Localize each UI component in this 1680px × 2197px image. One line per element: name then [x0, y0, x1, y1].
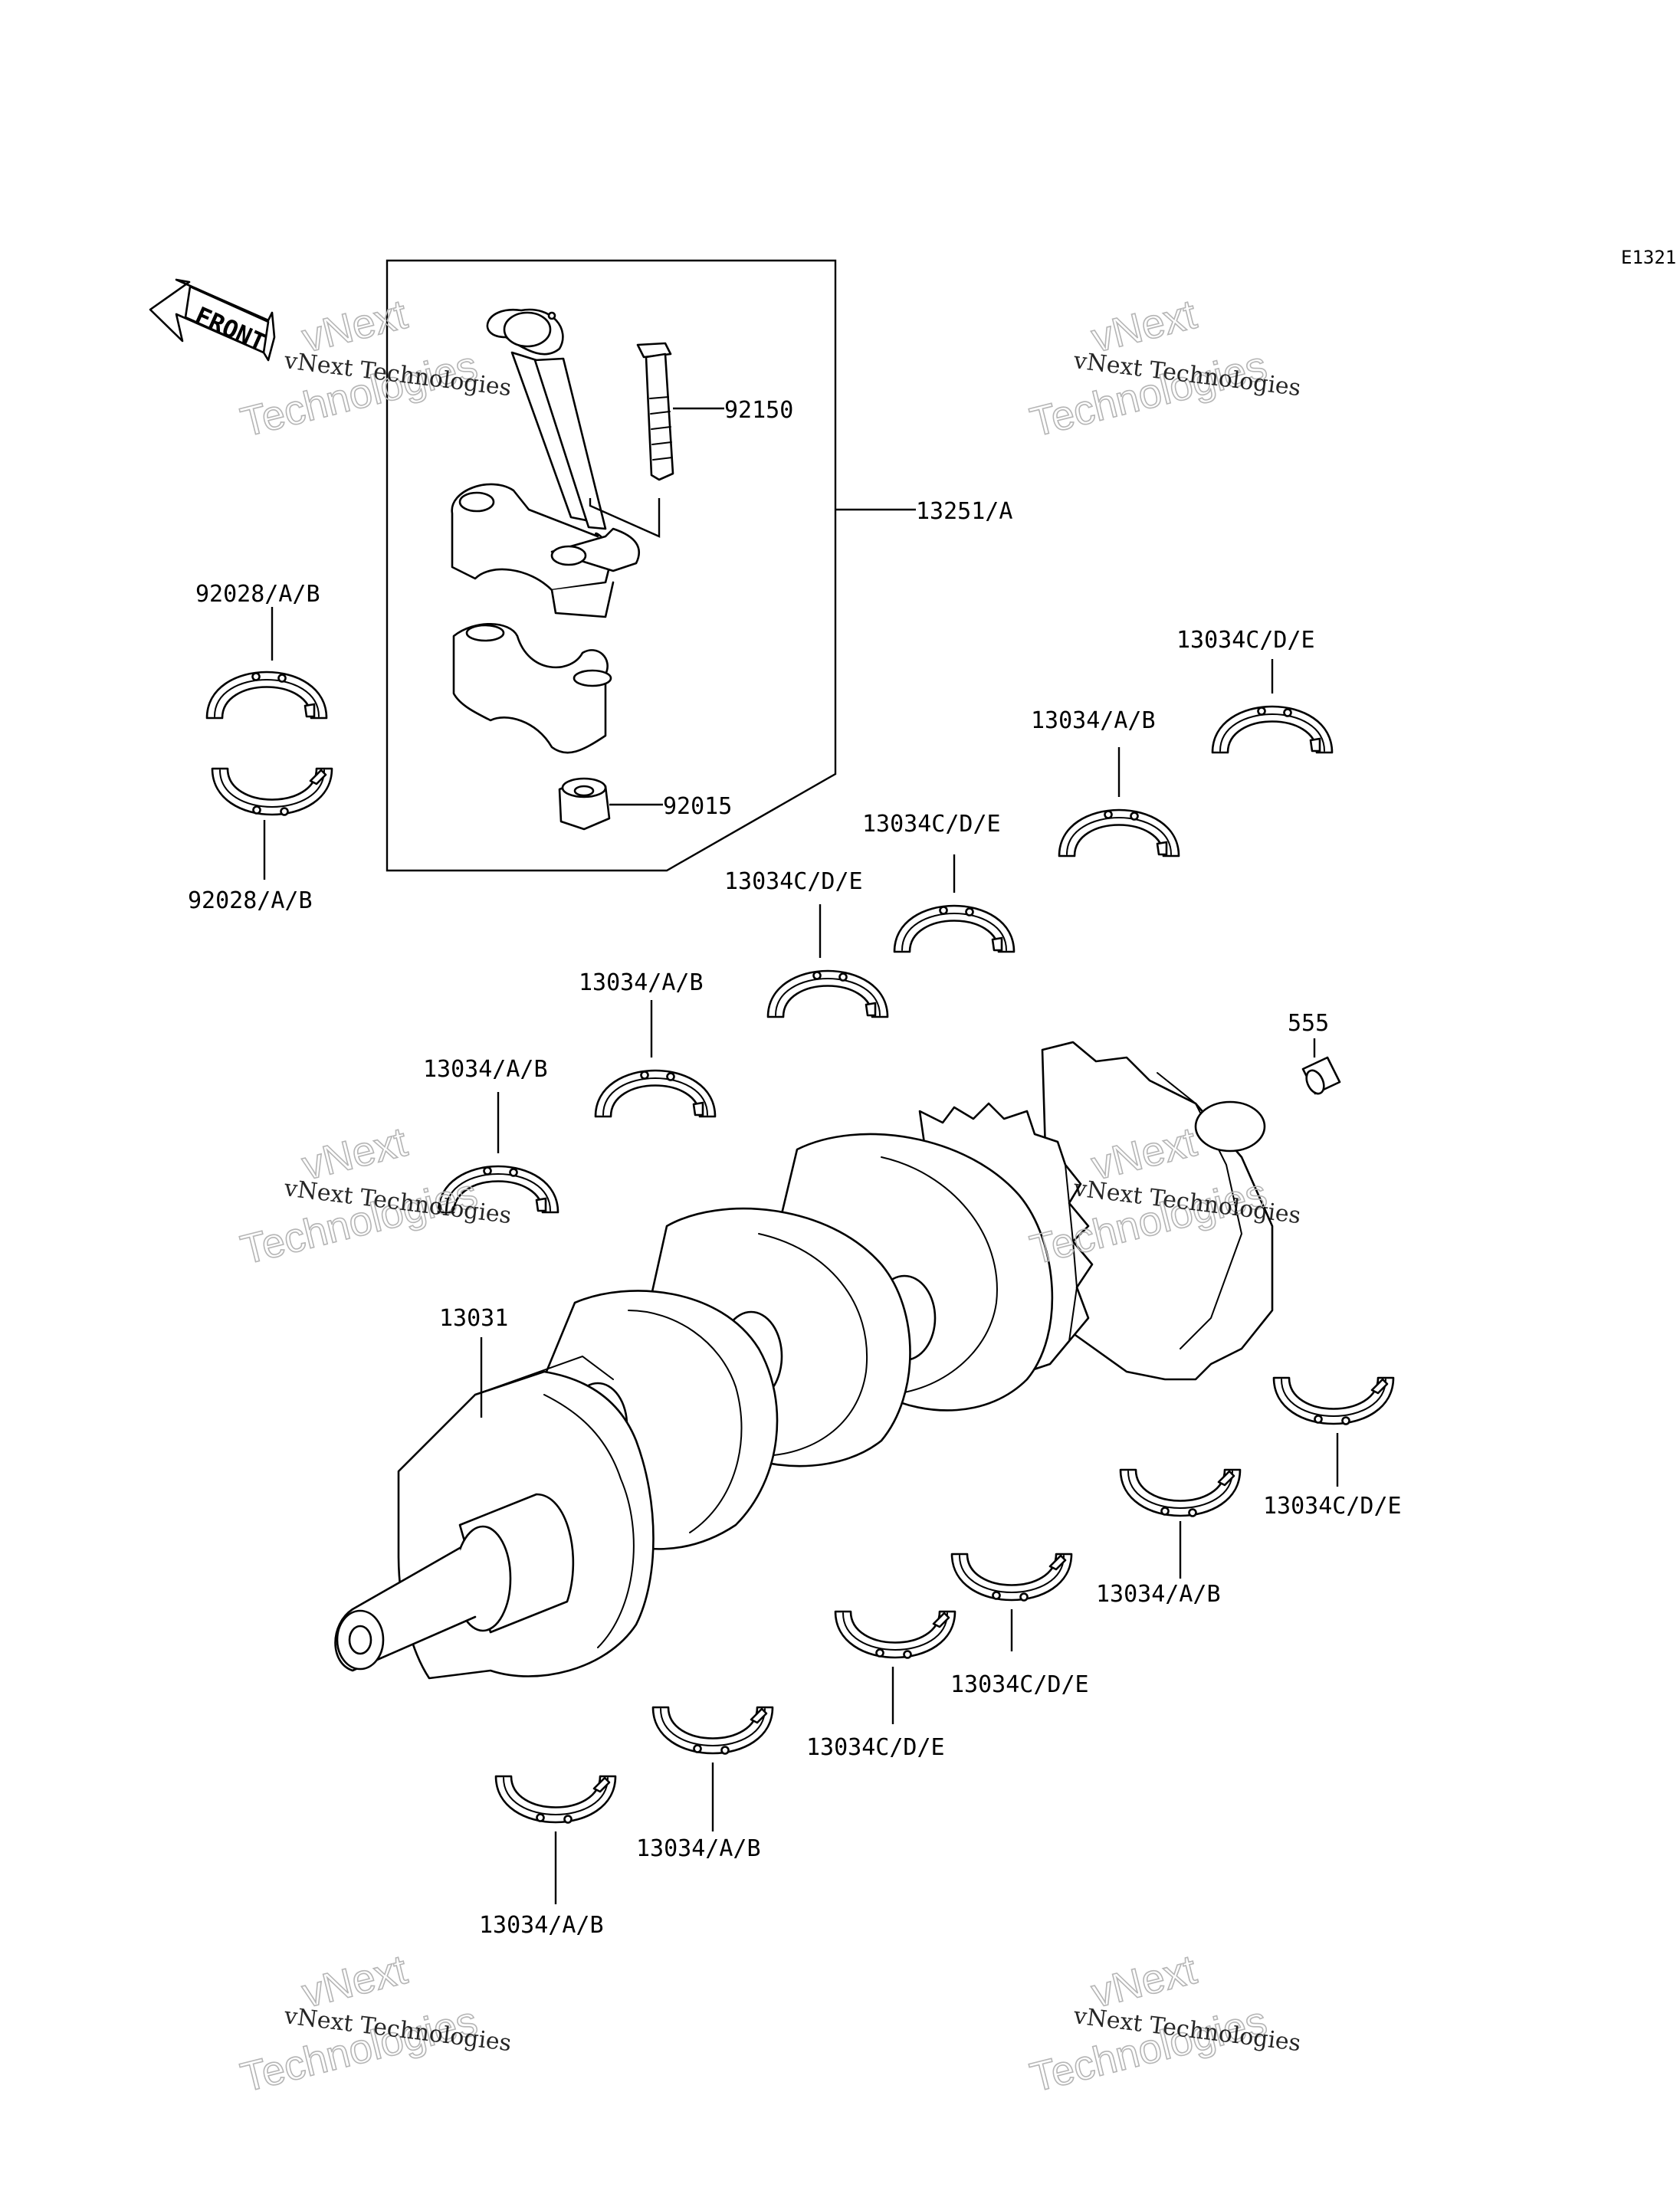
- label-13031: 13031: [439, 1305, 508, 1332]
- watermark-mid-left: vNext Technologies vNext Technologies: [236, 1118, 513, 1274]
- rod-bearing-upper: [205, 671, 328, 720]
- label-13034AB-4: 13034/A/B: [1096, 1581, 1221, 1608]
- dowel-pin: [1301, 1056, 1341, 1095]
- label-92150: 92150: [724, 397, 793, 424]
- main-bearing-upper-5: [594, 1069, 717, 1118]
- label-13034AB-6: 13034/A/B: [479, 1912, 604, 1939]
- main-bearing-lower-6: [494, 1775, 617, 1824]
- main-bearing-upper-2: [1058, 808, 1180, 857]
- label-13034AB-2: 13034/A/B: [579, 969, 704, 996]
- label-13034AB-1: 13034/A/B: [1031, 707, 1156, 734]
- main-bearing-lower-4: [834, 1610, 956, 1659]
- label-13034CDE-4: 13034C/D/E: [1263, 1493, 1402, 1520]
- main-bearing-upper-1: [1211, 705, 1334, 754]
- main-bearing-lower-3: [950, 1553, 1073, 1602]
- label-13034CDE-6: 13034C/D/E: [806, 1734, 945, 1761]
- crankshaft: [334, 1041, 1274, 1680]
- rod-bolt: [636, 342, 674, 481]
- label-555: 555: [1288, 1010, 1329, 1037]
- label-13034AB-3: 13034/A/B: [423, 1056, 548, 1083]
- label-13034AB-5: 13034/A/B: [636, 1835, 761, 1862]
- label-13034CDE-2: 13034C/D/E: [862, 811, 1001, 838]
- label-13251-A: 13251/A: [916, 498, 1012, 525]
- label-92028-bottom: 92028/A/B: [188, 887, 313, 914]
- diagram-code: E1321: [1621, 247, 1676, 268]
- main-bearing-lower-5: [651, 1706, 774, 1755]
- watermark-top-left: vNext Technologies vNext Technologies: [236, 290, 513, 446]
- watermark-bottom-right: vNext Technologies vNext Technologies: [1025, 1946, 1302, 2101]
- main-bearing-upper-4: [766, 969, 889, 1018]
- main-bearing-lower-2: [1119, 1468, 1242, 1517]
- connecting-rod: [451, 308, 641, 618]
- rod-nut: [558, 777, 611, 831]
- label-13034CDE-1: 13034C/D/E: [1176, 627, 1315, 654]
- watermark-top-right: vNext Technologies vNext Technologies: [1025, 290, 1302, 446]
- main-bearing-lower-1: [1272, 1376, 1395, 1425]
- label-13034CDE-5: 13034C/D/E: [950, 1671, 1089, 1698]
- conrod-assembly-box: [386, 259, 837, 872]
- label-92015: 92015: [663, 793, 732, 820]
- main-bearing-upper-3: [893, 904, 1016, 953]
- front-arrow-icon: FRONT: [149, 278, 276, 362]
- watermark-bottom-left: vNext Technologies vNext Technologies: [236, 1946, 513, 2101]
- connecting-rod-cap: [452, 623, 612, 754]
- label-13034CDE-3: 13034C/D/E: [724, 868, 863, 895]
- label-92028-top: 92028/A/B: [195, 581, 320, 608]
- rod-bearing-lower: [211, 767, 333, 816]
